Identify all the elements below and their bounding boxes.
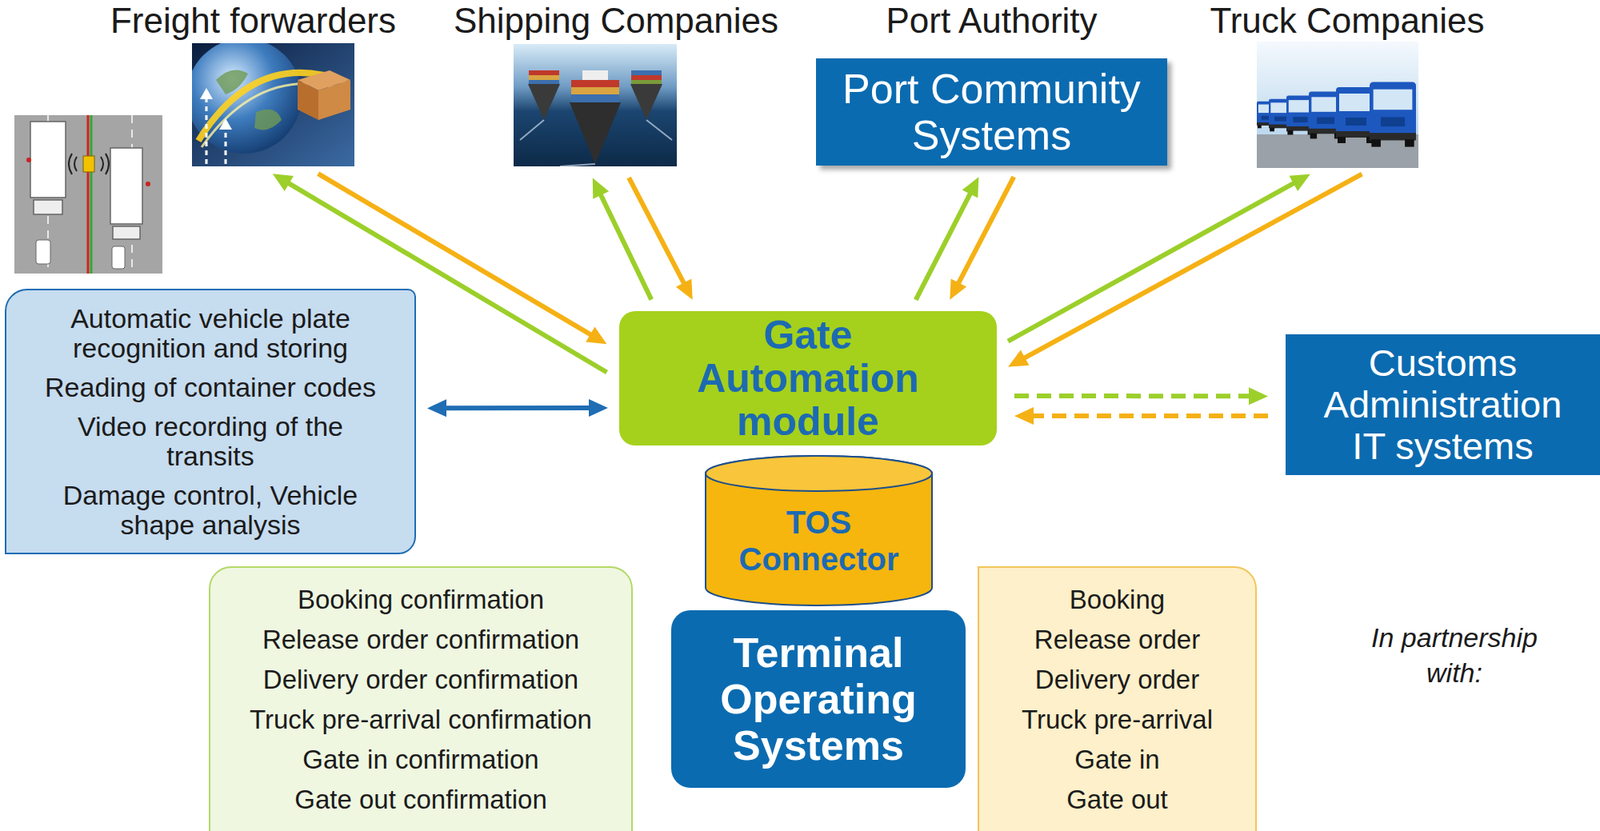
- party-heading: Shipping Companies: [453, 1, 779, 40]
- partner-note: In partnership with:: [1350, 620, 1559, 691]
- box-text: TOS Connector: [719, 504, 920, 578]
- box-text: Gate Automation module: [676, 313, 940, 444]
- module-box: Gate Automation module: [619, 311, 997, 446]
- message-list: Booking confirmationRelease order confir…: [208, 566, 633, 831]
- box-text: Video recording of the transits: [36, 412, 385, 472]
- box-text: Truck pre-arrival confirmation: [249, 700, 592, 740]
- arrow-line: [956, 176, 1015, 288]
- box-text: Reading of container codes: [44, 372, 376, 403]
- flow-arrow: [1014, 387, 1268, 405]
- connector-cylinder: TOS Connector: [704, 454, 934, 608]
- arrow-line: [441, 405, 594, 411]
- flow-arrow: [592, 177, 652, 300]
- message-list: BookingRelease orderDelivery orderTruck …: [977, 566, 1257, 831]
- flow-arrow: [628, 177, 693, 300]
- box-text: Gate out confirmation: [294, 780, 548, 820]
- box-text: Release order confirmation: [262, 620, 580, 660]
- trucks-picture: [1256, 41, 1419, 168]
- arrow-line: [1008, 180, 1298, 341]
- box-text: Booking: [1069, 580, 1165, 620]
- arrow-line: [1020, 174, 1363, 360]
- party-image: Truck Companies: [1256, 41, 1419, 168]
- arrow-head: [1288, 174, 1310, 192]
- arrow-head: [676, 278, 693, 300]
- party-heading: Port Authority: [885, 1, 1097, 40]
- system-box: Customs Administration IT systems: [1285, 334, 1600, 476]
- arrow-head: [1008, 349, 1029, 367]
- box-text: Terminal Operating Systems: [680, 629, 956, 769]
- box-text: Gate out: [1066, 780, 1168, 820]
- box-text: Damage control, Vehicle shape analysis: [36, 480, 385, 540]
- box-text: Port Community Systems: [828, 65, 1156, 159]
- arrow-line: [916, 189, 972, 300]
- gate-lane-picture: [14, 115, 163, 274]
- system-box: Terminal Operating Systems: [671, 610, 966, 788]
- arrow-head: [1248, 387, 1268, 405]
- arrow-head: [588, 399, 608, 417]
- system-box: Port AuthorityPort Community Systems: [816, 58, 1168, 166]
- party-image: Freight forwarders: [192, 43, 355, 167]
- box-text: Gate in: [1074, 740, 1160, 780]
- box-text: Customs Administration IT systems: [1311, 342, 1576, 468]
- box-text: Gate in confirmation: [302, 740, 539, 780]
- arrow-head: [592, 177, 609, 199]
- flow-arrow: [427, 399, 608, 417]
- arrow-head: [427, 399, 447, 417]
- arrow-head: [949, 278, 967, 300]
- arrow-line: [1028, 413, 1268, 419]
- box-text: Truck pre-arrival: [1021, 700, 1213, 740]
- flow-arrow: [1008, 174, 1311, 342]
- box-text: Delivery order: [1035, 660, 1200, 700]
- feature-box: Automatic vehicle plate recognition and …: [4, 288, 416, 555]
- flow-arrow: [949, 176, 1014, 300]
- arrow-head: [1014, 407, 1034, 425]
- box-text: Automatic vehicle plate recognition and …: [36, 304, 385, 364]
- box-text: Booking confirmation: [297, 580, 544, 620]
- party-heading: Freight forwarders: [110, 1, 396, 40]
- ships-picture: [513, 44, 677, 167]
- arrow-head: [272, 173, 294, 192]
- arrow-line: [1014, 393, 1254, 399]
- box-text: Release order: [1034, 620, 1200, 660]
- box-text: Delivery order confirmation: [263, 660, 579, 700]
- arrow-head: [962, 176, 980, 198]
- freight-picture: [192, 43, 355, 167]
- party-heading: Truck Companies: [1209, 1, 1484, 40]
- party-image: Shipping Companies: [513, 44, 677, 167]
- arrow-head: [585, 327, 607, 345]
- flow-arrow: [916, 176, 980, 300]
- flow-arrow: [1014, 407, 1268, 425]
- arrow-line: [628, 177, 686, 288]
